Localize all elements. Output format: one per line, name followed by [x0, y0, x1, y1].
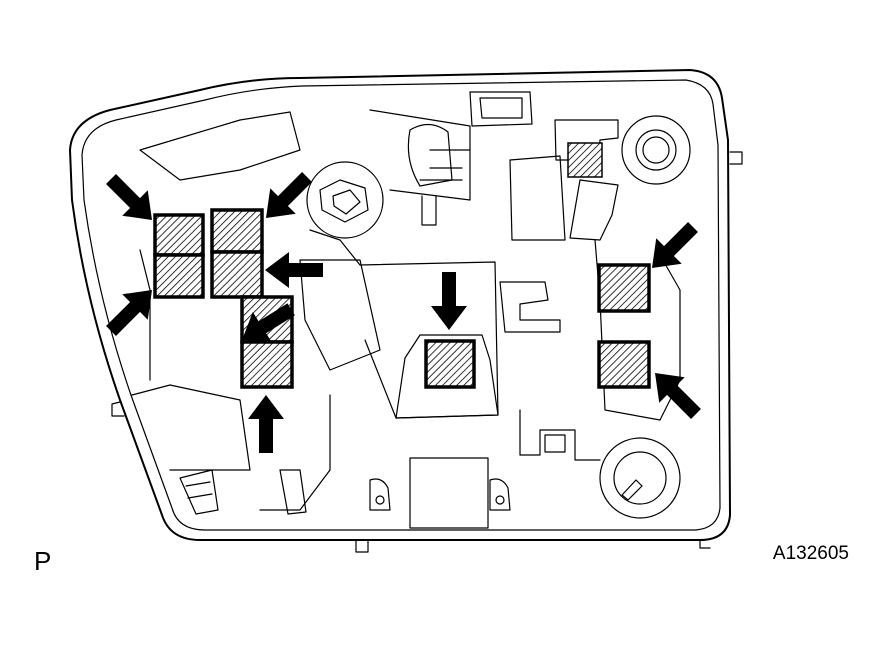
hatched-pad	[153, 253, 205, 299]
sound-insulation-pads	[153, 142, 651, 389]
hatched-pad	[153, 213, 205, 257]
location-arrow	[266, 172, 312, 218]
location-arrow	[655, 373, 701, 419]
panel-interior-structure	[131, 91, 691, 529]
figure-code: A132605	[772, 543, 849, 564]
location-arrow	[248, 395, 284, 453]
location-arrow	[431, 272, 467, 330]
location-arrow	[106, 174, 152, 220]
view-letter: P	[34, 546, 52, 576]
location-arrow	[242, 303, 295, 343]
location-arrow	[652, 222, 698, 268]
location-arrows	[106, 172, 701, 453]
hatched-pad	[210, 250, 264, 299]
door-panel-outline	[69, 69, 743, 553]
hatched-pad	[240, 340, 294, 389]
hatched-pad	[597, 263, 651, 313]
hatched-pad	[597, 340, 651, 389]
location-arrow	[265, 252, 323, 288]
hatched-pad	[210, 208, 264, 254]
location-arrow	[106, 290, 152, 336]
hatched-pad	[424, 339, 476, 389]
hatched-pad	[567, 142, 603, 178]
